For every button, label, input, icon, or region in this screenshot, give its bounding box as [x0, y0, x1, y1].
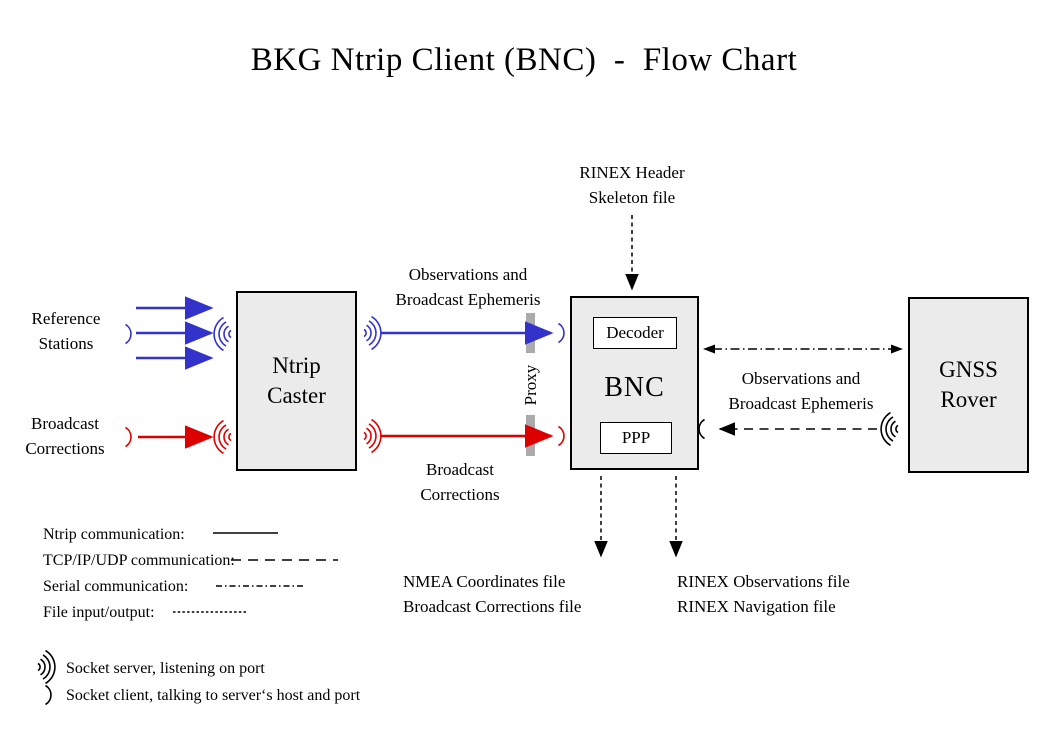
serial-arrowhead-right-icon: [891, 344, 903, 354]
legend-serial-communication: Serial communication:: [43, 578, 189, 595]
serial-arrowhead-left-icon: [703, 344, 715, 354]
rinex-header-skeleton-line1: RINEX Header: [579, 163, 685, 182]
observations-ephemeris-right-line1: Observations and: [741, 369, 861, 388]
socket-client-icon: [558, 322, 565, 344]
ntrip-caster-line2: Caster: [267, 383, 326, 408]
node-ppp: PPP: [600, 422, 672, 454]
reference-stations-line1: Reference: [31, 309, 101, 328]
label-reference-stations: Reference Stations: [6, 306, 126, 356]
page-title: BKG Ntrip Client (BNC) - Flow Chart: [250, 42, 798, 78]
label-nmea-output: NMEA Coordinates file Broadcast Correcti…: [403, 569, 643, 619]
socket-server-icon: [213, 316, 232, 352]
label-observations-ephemeris-top: Observations and Broadcast Ephemeris: [373, 262, 563, 312]
node-bnc: Decoder BNC PPP: [570, 296, 699, 470]
legend-file-io: File input/output:: [43, 604, 155, 621]
decoder-label: Decoder: [606, 323, 664, 342]
broadcast-corrections-input-line2: Corrections: [25, 439, 105, 458]
socket-client-icon: [698, 418, 705, 440]
gnss-rover-line1: GNSS: [939, 357, 998, 382]
broadcast-corrections-mid-line1: Broadcast: [426, 460, 494, 479]
serial-link-arrowheads: [703, 344, 903, 354]
legend-socket-client: Socket client, talking to server‘s host …: [66, 687, 361, 704]
socket-server-icon: [880, 411, 899, 447]
socket-server-icon: [363, 418, 382, 454]
nmea-output-line1: NMEA Coordinates file: [403, 572, 566, 591]
ppp-label: PPP: [621, 428, 651, 447]
nmea-output-line2: Broadcast Corrections file: [403, 597, 582, 616]
gnss-rover-label: GNSS Rover: [939, 355, 998, 415]
observations-ephemeris-right-line2: Broadcast Ephemeris: [728, 394, 874, 413]
rinex-header-skeleton-line2: Skeleton file: [588, 188, 676, 207]
node-ntrip-caster: Ntrip Caster: [236, 291, 357, 471]
rinex-output-line2: RINEX Navigation file: [677, 597, 836, 616]
label-rinex-header-skeleton: RINEX Header Skeleton file: [544, 160, 720, 210]
gnss-rover-line2: Rover: [940, 387, 997, 412]
socket-server-icon: [37, 649, 56, 685]
socket-server-icon: [213, 419, 232, 455]
socket-client-icon: [125, 323, 132, 345]
label-observations-ephemeris-right: Observations and Broadcast Ephemeris: [708, 366, 894, 416]
observations-ephemeris-top-line1: Observations and: [408, 265, 528, 284]
broadcast-corrections-mid-line2: Corrections: [420, 485, 500, 504]
reference-stations-line2: Stations: [38, 334, 94, 353]
observations-ephemeris-top-line2: Broadcast Ephemeris: [395, 290, 541, 309]
legend-socket-server: Socket server, listening on port: [66, 660, 265, 677]
node-decoder: Decoder: [593, 317, 677, 349]
label-proxy: Proxy: [521, 364, 540, 406]
socket-client-icon: [558, 425, 565, 447]
legend-tcp-communication: TCP/IP/UDP communication:: [43, 552, 235, 569]
rinex-output-line1: RINEX Observations file: [677, 572, 850, 591]
label-rinex-output: RINEX Observations file RINEX Navigation…: [677, 569, 917, 619]
bnc-label: BNC: [604, 372, 665, 403]
node-gnss-rover: GNSS Rover: [908, 297, 1029, 473]
legend-ntrip-communication: Ntrip communication:: [43, 526, 185, 543]
broadcast-corrections-input-line1: Broadcast: [31, 414, 99, 433]
label-broadcast-corrections-input: Broadcast Corrections: [2, 411, 128, 461]
legend-line-samples: [173, 532, 338, 613]
label-broadcast-corrections-mid: Broadcast Corrections: [405, 457, 515, 507]
ntrip-caster-line1: Ntrip: [272, 353, 321, 378]
ntrip-caster-label: Ntrip Caster: [267, 351, 326, 411]
socket-server-icon: [363, 315, 382, 351]
socket-client-icon: [45, 684, 52, 706]
